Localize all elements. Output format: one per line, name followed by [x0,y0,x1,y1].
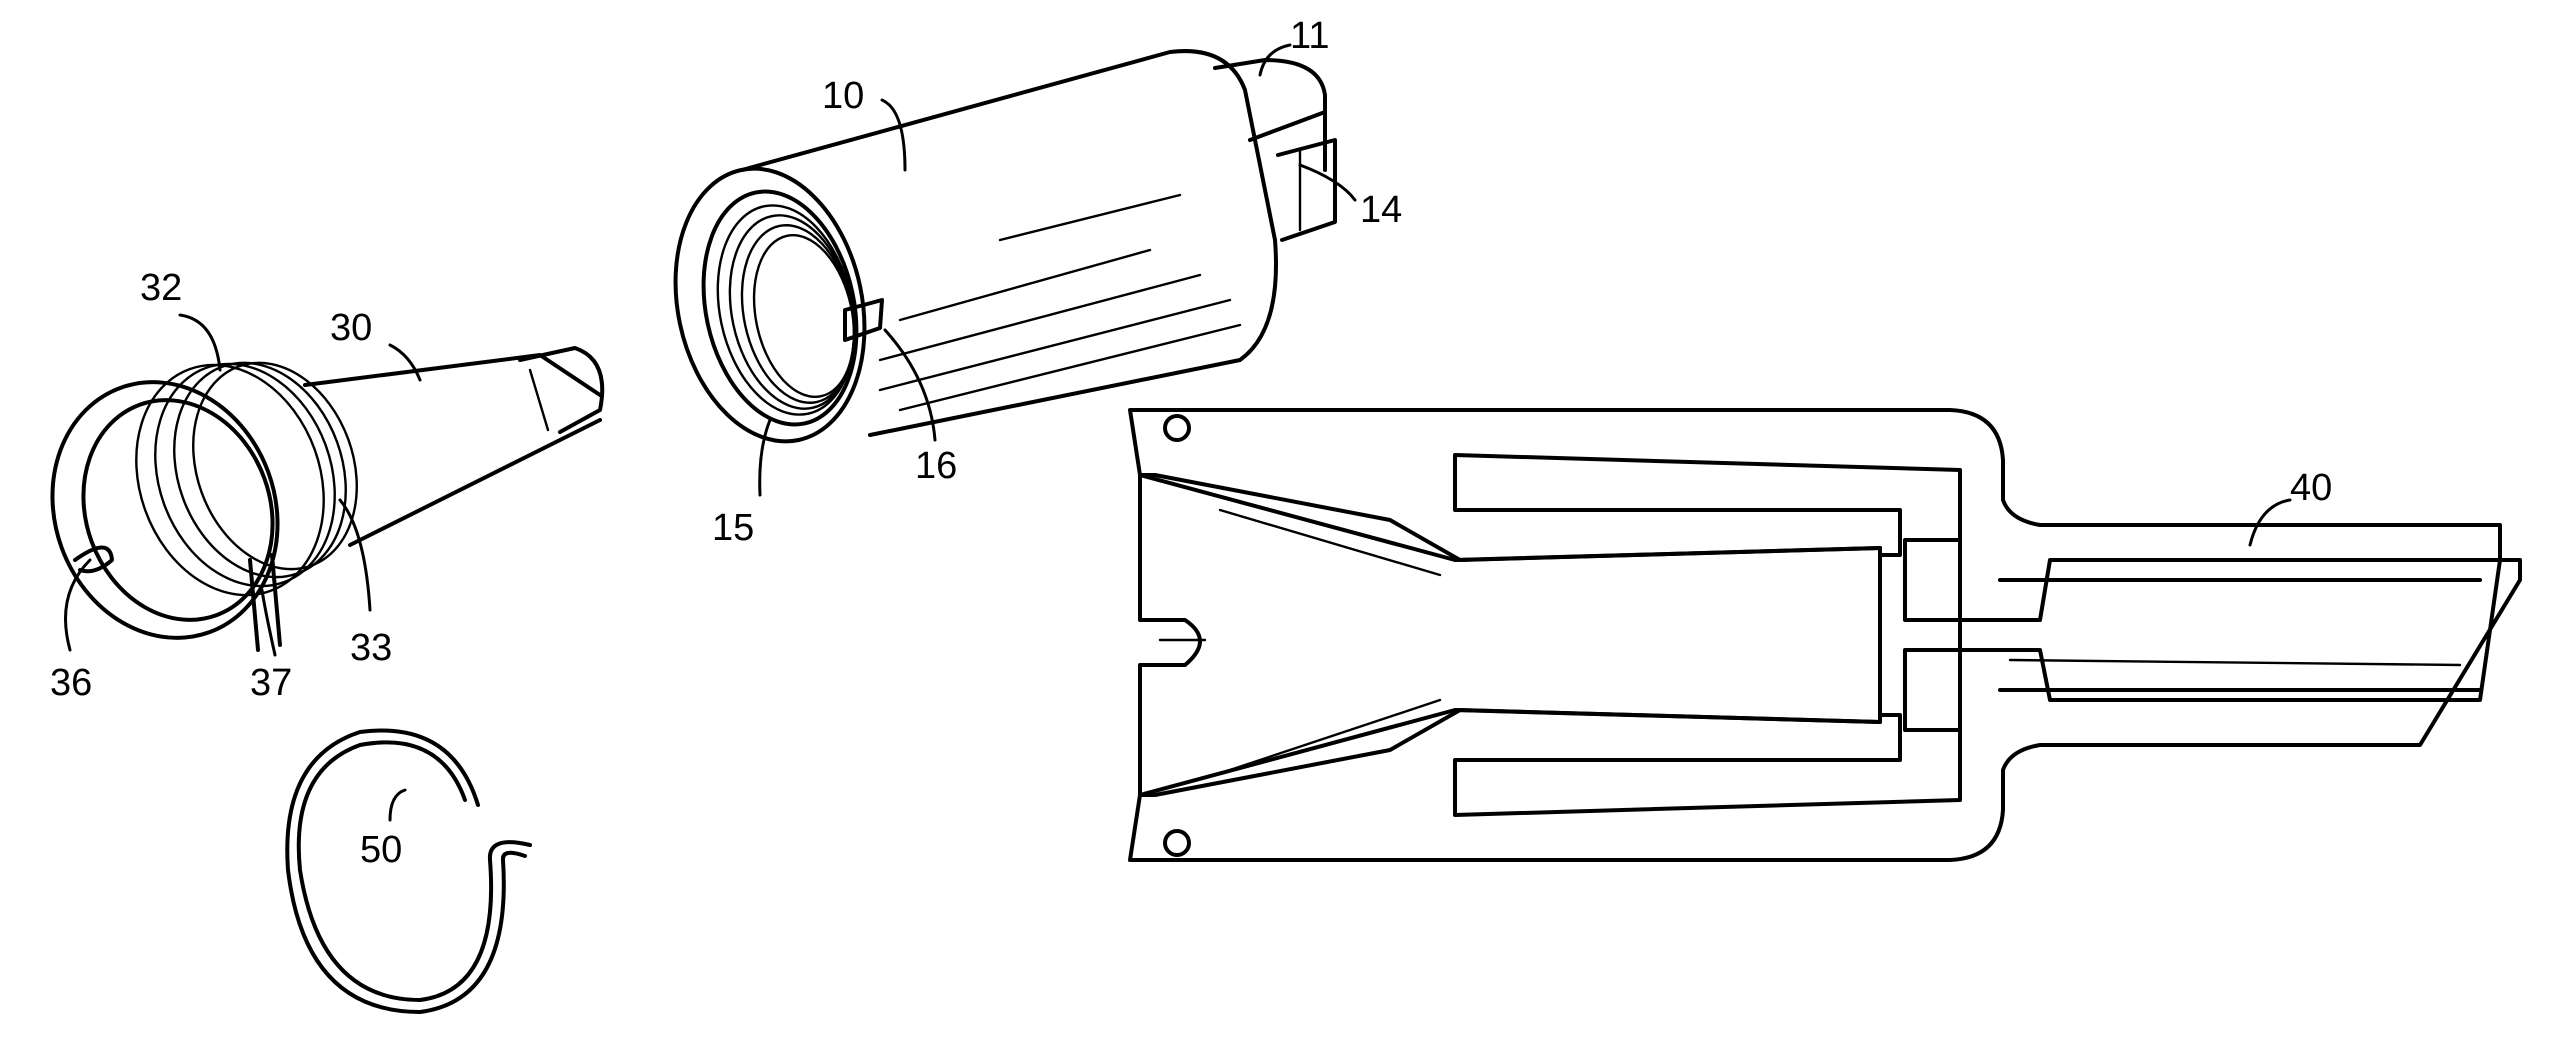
ref-50: 50 [360,829,402,871]
body-shading [878,193,1242,412]
ref-11: 11 [1290,15,1329,57]
ref-37: 37 [250,662,292,704]
ref-15: 15 [712,507,754,549]
inner-thread-lines [716,204,856,416]
ref-32: 32 [140,267,182,309]
ref-36: 36 [50,662,92,704]
ref-16: 16 [915,445,957,487]
coupling-sleeve-part [673,49,1337,444]
retaining-ring-part [285,728,532,1014]
cross-section-part [1128,408,2522,862]
section-hatch-upper [1128,408,2502,622]
section-hatch-lower [1128,558,2522,862]
ref-14: 14 [1360,189,1402,231]
ref-40: 40 [2290,467,2332,509]
ref-33: 33 [350,627,392,669]
reference-numerals: 10 11 14 15 16 30 32 33 36 37 40 50 [50,15,2332,871]
leader-lines [64,43,2292,822]
outer-thread-lines [135,361,358,597]
ref-10: 10 [822,75,864,117]
nozzle-insert-part [50,346,605,652]
ref-30: 30 [330,307,372,349]
